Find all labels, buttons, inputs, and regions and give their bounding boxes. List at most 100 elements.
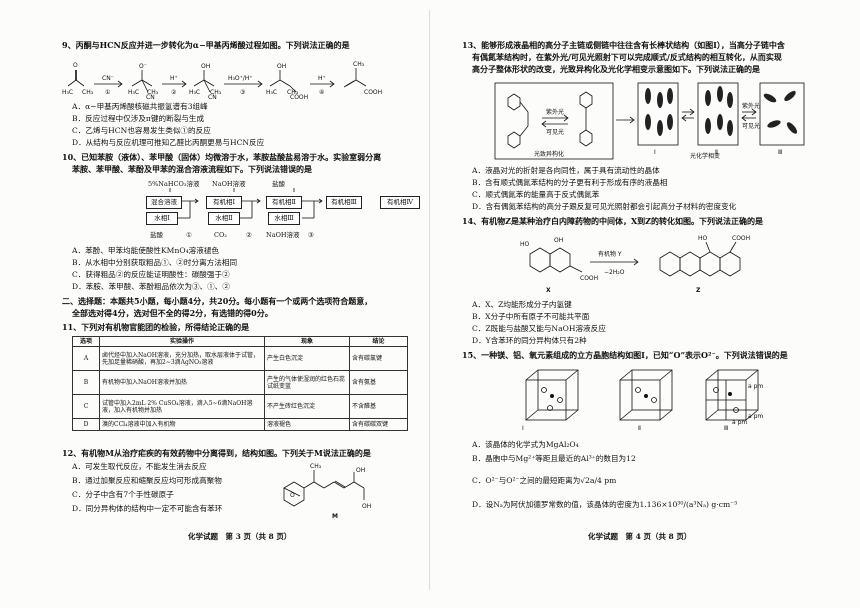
q14-label-cooh-z: COOH [732, 235, 750, 242]
q14-reagent-y: 有机物 Y [598, 250, 622, 258]
q10-box-organic-4: 有机相Ⅳ [380, 196, 420, 209]
q11-row-d-operation: 溴的CCl₄溶液中加入有机物 [99, 418, 265, 431]
q15-option-c: C．O²⁻与O²⁻之间的最短距离为√2a/4 pm [472, 476, 617, 485]
q11-header-operation: 实验操作 [99, 336, 265, 347]
page-4: 13、能够形成液晶相的高分子主链或侧链中往往含有长棒状结构（如图Ⅰ），当高分子链… [430, 0, 860, 608]
page-divider [429, 10, 430, 590]
q10-reagent-nahco3: 5%NaHCO₃溶液 [148, 180, 200, 188]
q12-option-a: A．可发生取代反应，不能发生消去反应 [72, 462, 207, 471]
q13-option-c: C．顺式偶氮苯的能量高于反式偶氮苯 [472, 190, 600, 199]
q11-table-header: 选项 实验操作 现象 结论 [72, 336, 408, 347]
q14-label-z: Z [696, 287, 701, 294]
q14-label-x: X [546, 287, 551, 294]
q13-label-uv-1: 紫外光 [546, 108, 564, 116]
q13-label-i: Ⅰ [654, 149, 656, 156]
svg-text:O: O [73, 62, 78, 69]
q14-label-ho-x: HO [520, 241, 530, 248]
q9-option-c: C．乙烯与HCN也容易发生类似①的反应 [72, 126, 211, 135]
svg-text:CH₃: CH₃ [287, 89, 299, 96]
q14-option-b: B．X分子中所有原子不可能共平面 [472, 312, 590, 321]
q14-label-ho-z: HO [698, 235, 708, 242]
q9-step-2: ② [171, 89, 177, 96]
q10-box-organic-1: 有机相Ⅰ [206, 196, 242, 209]
q9-option-d: D．从结构与反应机理可推知乙醛比丙酮更易与HCN反应 [72, 138, 265, 147]
q10-box-organic-2: 有机相Ⅱ [266, 196, 302, 209]
q9-reagent-2: H⁺ [170, 75, 178, 82]
svg-text:H₃C: H₃C [128, 89, 139, 96]
q9-step-4: ④ [319, 89, 324, 96]
page-4-footer: 化学试题 第 4 页（共 8 页） [588, 532, 692, 541]
q15-label-iii: Ⅲ [724, 425, 728, 432]
svg-text:H₃C: H₃C [266, 89, 277, 96]
q9-reagent-4: H⁺ [318, 75, 326, 82]
q13-label-vis-2: 可见光 [742, 122, 760, 130]
svg-text:H₃C: H₃C [62, 89, 73, 96]
q12-label-oh-2: OH [362, 503, 371, 510]
q11-row-a-conclusion: 含有碳氯键 [349, 346, 408, 371]
q15-label-i: Ⅰ [522, 425, 524, 432]
q14-option-c: C．Z既能与盐酸又能与NaOH溶液反应 [472, 324, 606, 333]
svg-text:OH: OH [277, 63, 286, 70]
q13-diagram: 紫外光 可见光 紫外光 可见光 光致异构化 光化学相变 Ⅰ Ⅱ Ⅲ [494, 82, 805, 160]
q10-box-aqueous-2: 水相Ⅱ [208, 212, 240, 225]
svg-text:CH₃: CH₃ [82, 89, 94, 96]
page-3-footer: 化学试题 第 3 页（共 8 页） [188, 532, 292, 541]
q14-label-oh-x: OH [554, 237, 563, 244]
q14-stem: 14、有机物Z是某种治疗白内障药物的中间体，X到Z的转化如图。下列说法正确的是 [462, 216, 764, 226]
svg-text:CN: CN [146, 94, 155, 101]
q10-option-a: A．苯酚、甲苯均能使酸性KMnO₄溶液褪色 [72, 246, 219, 255]
q13-label-vis-1: 可见光 [546, 128, 564, 136]
table-row: D 溴的CCl₄溶液中加入有机物 溶液褪色 含有碳碳双键 [72, 418, 408, 431]
q10-reagent-hcl: 盐酸 [272, 180, 285, 188]
q12-label-oh-1: OH [356, 467, 365, 474]
q11-row-c-operation: 试管中加入2mL 2% CuSO₄溶液，滴入5~6滴NaOH溶液，加入有机物并加… [99, 394, 265, 419]
q9-reagent-3: H₃O⁺/H⁺ [228, 75, 253, 82]
q13-label-photoisomerization: 光致异构化 [534, 150, 564, 158]
q14-option-a: A．X、Z均能形成分子内氢键 [472, 300, 572, 309]
q10-stem-1: 10、已知苯胺（液体）、苯甲酸（固体）均微溶于水，苯胺盐酸盐易溶于水。实验室弱分… [62, 152, 382, 162]
q11-row-b-conclusion: 含有氨基 [349, 370, 408, 395]
q15-label-apm-1: a pm [748, 383, 763, 390]
q10-box-mixture: 混合溶液 [146, 196, 182, 209]
table-row: B 有机物中加入NaOH溶液并加热 产生的气体使湿润的红色石蕊试纸变蓝 含有氨基 [72, 370, 408, 395]
q10-reagent-bottom-3: NaOH溶液 [266, 231, 300, 239]
q10-stem-2: 苯胺、苯甲酸、苯酚及甲苯的混合溶液流程如下。下列说法错误的是 [72, 164, 312, 174]
q11-header-phenomenon: 现象 [264, 336, 350, 347]
svg-text:CN: CN [208, 94, 217, 101]
q12-option-b: B．通过加聚反应和缩聚反应均可形成高聚物 [72, 476, 222, 485]
q10-reagent-bottom-2: CO₂ [214, 231, 227, 239]
q12-stem: 12、有机物M从治疗疟疾的有效药物中分离得到，结构如图。下列关于M说法正确的是 [62, 448, 371, 458]
q10-option-d: D．苯胺、苯甲酸、苯酚粗品依次为③、①、② [72, 282, 230, 291]
q10-flow-arrows [169, 188, 323, 219]
q11-row-c-phenomenon: 不产生砖红色沉淀 [264, 394, 350, 419]
q12-label-ch3: CH₃ [310, 463, 322, 470]
q13-option-a: A．液晶对光的折射是各向同性，属于具有流动性的晶体 [472, 166, 660, 175]
table-row: A 卤代烃中加入NaOH溶液，充分加热，取水层液体于试管，先加足量稀硝酸，再加2… [72, 346, 408, 371]
q10-product-2: ② [246, 231, 252, 239]
svg-text:CH₃: CH₃ [210, 89, 222, 96]
q13-label-phase-change: 光化学相变 [690, 152, 720, 160]
q13-stem-3: 高分子整体形状的改变，光致异构化及光化学相变示意图如下。下列说法正确的是 [472, 64, 760, 74]
q11-row-b-phenomenon: 产生的气体使湿润的红色石蕊试纸变蓝 [264, 370, 350, 395]
q13-option-b: B．含有顺式偶氮苯结构的分子更有利于形成有序的液晶相 [472, 178, 668, 187]
q12-molecule-m: CH₃ OH OH O M [283, 463, 371, 520]
q15-label-apm-2: a pm [748, 413, 763, 420]
svg-text:O⁻: O⁻ [139, 63, 147, 70]
q9-step-1: ① [105, 89, 110, 96]
q14-byproduct: −2H₂O [604, 269, 625, 276]
q15-stem: 15、一种镁、铝、氧元素组成的立方晶胞结构如图Ⅰ，已知“O”表示O²⁻。下列说法… [462, 350, 788, 360]
q13-stem-2: 有偶氮苯结构时，在紫外光/可见光照射下可以完成顺式/反式结构的相互转化，从而实现 [472, 52, 782, 62]
q9-option-a: A．α−甲基丙烯酸核磁共振氢谱有3组峰 [72, 102, 208, 111]
page-3: 9、丙酮与HCN反应并进一步转化为α−甲基丙烯酸过程如图。下列说法正确的是 [62, 40, 420, 541]
q10-reagent-naoh: NaOH溶液 [212, 180, 246, 188]
q11-row-b-operation: 有机物中加入NaOH溶液并加热 [99, 370, 265, 395]
q9-step-3: ③ [240, 89, 245, 96]
q12-option-d: D．同分异构体的结构中一定不可能含有苯环 [72, 504, 223, 513]
q10-product-3: ③ [308, 231, 314, 239]
q11-row-d-conclusion: 含有碳碳双键 [349, 418, 408, 431]
q10-box-organic-3: 有机相Ⅲ [326, 196, 362, 209]
q10-option-c: C．获得粗品②的反应能证明酸性：碳酸强于② [72, 270, 230, 279]
q9-reagent-1: CN⁻ [102, 75, 114, 82]
